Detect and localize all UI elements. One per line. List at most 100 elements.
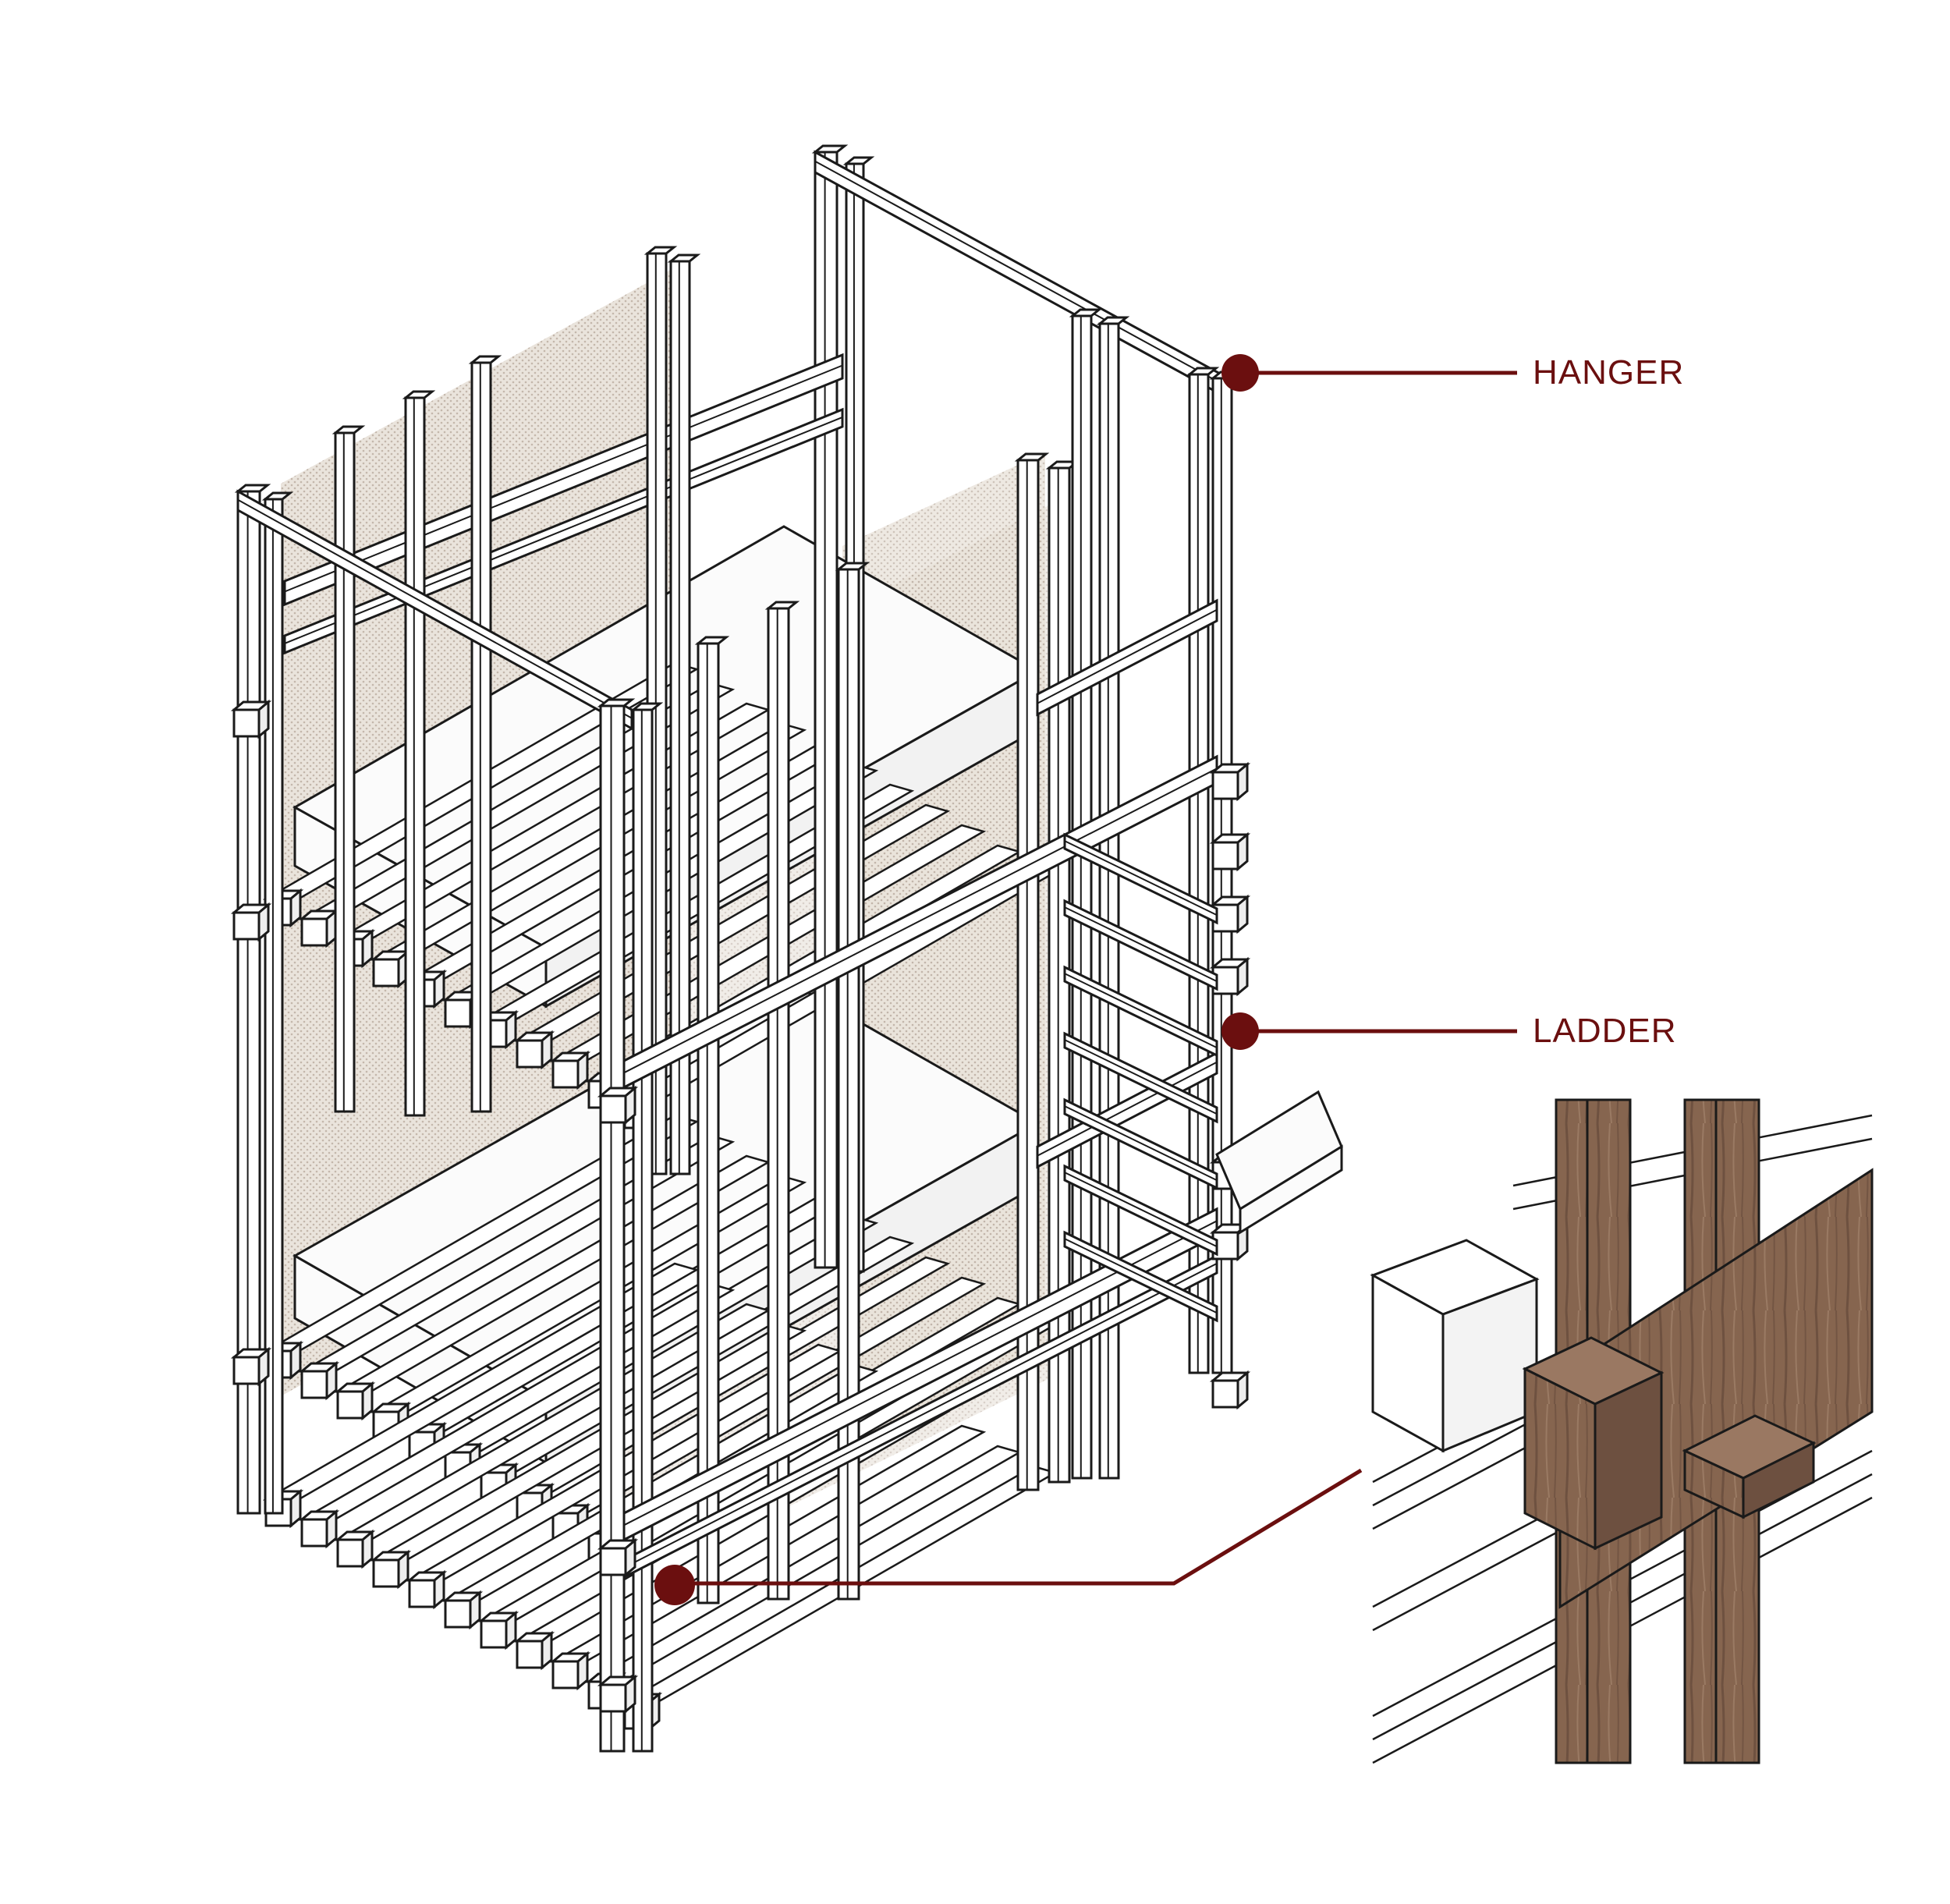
front-post-4-cap <box>1014 452 1050 462</box>
floor-slat-end-block <box>372 1558 400 1588</box>
rear-post-1 <box>334 431 356 1113</box>
floor-slat-end-block-side <box>576 1650 589 1691</box>
hanger-callout-dot <box>1221 354 1259 392</box>
upper-deck-slat-end-block-side <box>541 1030 553 1070</box>
post-cleat-2 <box>232 911 261 941</box>
post-cleat-8-side <box>1236 831 1249 872</box>
floor-slat-end-block <box>480 1619 508 1649</box>
post-cleat-3-side <box>257 1346 270 1387</box>
callouts <box>654 354 1517 1605</box>
post-cleat-3 <box>232 1356 261 1385</box>
front-lower-rail-2-edge <box>623 1263 1218 1569</box>
rear-upper-rail-edge <box>284 364 843 593</box>
post-cleat-10-side <box>1236 956 1249 997</box>
side-deck <box>1215 1090 1343 1235</box>
lower-deck-slat-end-block <box>300 1370 328 1399</box>
floor-slat-end-block-side <box>397 1549 410 1590</box>
front-post-2-cap <box>764 601 800 610</box>
ladder-rung-edge <box>1064 1238 1218 1314</box>
floor-slat-end-block-side <box>541 1630 553 1671</box>
upper-deck-slat-end-block <box>551 1059 580 1089</box>
floor-slat-end-block-side <box>361 1529 374 1569</box>
rear-corner-post-cap <box>811 144 849 154</box>
lower-deck-slat-end-block-side <box>289 1340 302 1381</box>
post-cleat-8 <box>1211 841 1239 870</box>
ladder-rung-edge <box>1064 1172 1218 1247</box>
post-cleat-5 <box>599 1547 627 1576</box>
upper-deck-slat-end-block-side <box>289 888 302 928</box>
post-cleat-13 <box>1211 1379 1239 1409</box>
floor-slat-end-block <box>336 1538 364 1568</box>
joint-leader-line <box>675 1468 1363 1586</box>
right-deck-edge-lower-edge <box>1037 1061 1218 1157</box>
rear-post-4-cap <box>644 246 678 255</box>
joint-detail-inset <box>1370 1098 1874 1764</box>
rear-post-5-cap <box>667 254 701 263</box>
lower-deck-slat-end-block-side <box>325 1360 338 1401</box>
right-post-3-cap <box>1186 367 1220 376</box>
front-upper-rail-edge <box>623 768 1218 1074</box>
post-cleat-4-side <box>624 1085 636 1126</box>
left-top-rail <box>236 489 633 731</box>
upper-deck-slat-end-block-side <box>433 969 445 1009</box>
left-front-post-cap <box>234 484 271 493</box>
post-cleat-4 <box>599 1094 627 1124</box>
floor-slat-end-block-side <box>505 1610 517 1650</box>
floor-slat-end-block-side <box>325 1509 338 1549</box>
left-front-post-inner-cap <box>261 491 294 501</box>
rear-post-2 <box>404 396 426 1117</box>
post-cleat-1-side <box>257 699 270 739</box>
rear-corner-post <box>814 151 838 1269</box>
ladder-label: LADDER <box>1533 1012 1677 1050</box>
upper-deck-slat-end-block <box>444 998 472 1028</box>
floor-slat-end-block-side <box>289 1488 302 1529</box>
right-post-2 <box>1098 322 1120 1480</box>
post-cleat-6 <box>599 1683 627 1713</box>
right-deck-edge-upper-edge <box>1037 608 1218 704</box>
front-post-1 <box>697 642 720 1604</box>
post-cleat-7 <box>1211 771 1239 800</box>
right-deck-edge-upper <box>1036 598 1218 717</box>
ladder-rung-edge <box>1064 906 1218 982</box>
rear-corner-post-inner-cap <box>842 156 875 165</box>
ladder-rung-edge <box>1064 840 1218 916</box>
upper-deck-slat-end-block <box>300 917 328 947</box>
floor-slat-end-block <box>300 1518 328 1548</box>
post-cleat-1 <box>232 708 261 738</box>
upper-deck-slat-end-block-side <box>576 1050 589 1090</box>
rear-top-rail-edge <box>814 160 1229 388</box>
lower-deck-slat-end-block <box>336 1390 364 1420</box>
right-post-1-cap <box>1069 308 1103 317</box>
ladder-rung-edge <box>1064 1105 1218 1181</box>
floor-slat-end-block <box>444 1599 472 1629</box>
ladder-callout-dot <box>1221 1012 1259 1050</box>
front-corner-post-inner-cap <box>629 702 664 711</box>
floor-slat-end-block-side <box>469 1590 481 1630</box>
front-corner-post-inner <box>632 708 654 1753</box>
left-top-rail-edge <box>237 498 633 719</box>
ladder-rung-edge <box>1064 973 1218 1048</box>
ladder <box>1063 832 1218 1323</box>
hanger-label: HANGER <box>1533 353 1685 392</box>
rear-upper-rail-lower-edge <box>284 416 843 644</box>
detail-wood-block-left-side <box>1594 1370 1663 1551</box>
rear-post-1-cap <box>332 425 366 434</box>
front-post-1-cap <box>694 636 730 645</box>
left-front-post <box>236 490 261 1515</box>
upper-deck-slat-end-block <box>516 1039 544 1069</box>
joint-callout-dot <box>654 1565 695 1605</box>
floor-slat-end-block <box>408 1579 436 1608</box>
rear-post-3 <box>470 361 492 1113</box>
upper-deck-slat-end-block <box>372 958 400 987</box>
ladder-rung-edge <box>1064 1039 1218 1115</box>
post-cleat-13-side <box>1236 1370 1249 1410</box>
post-cleat-7-side <box>1236 761 1249 802</box>
front-post-3-cap <box>835 562 870 571</box>
rear-top-rail <box>814 150 1230 401</box>
post-cleat-5-side <box>624 1537 636 1578</box>
post-cleat-9-side <box>1236 894 1249 934</box>
front-corner-post-cap <box>597 698 636 707</box>
post-cleat-6-side <box>624 1674 636 1714</box>
